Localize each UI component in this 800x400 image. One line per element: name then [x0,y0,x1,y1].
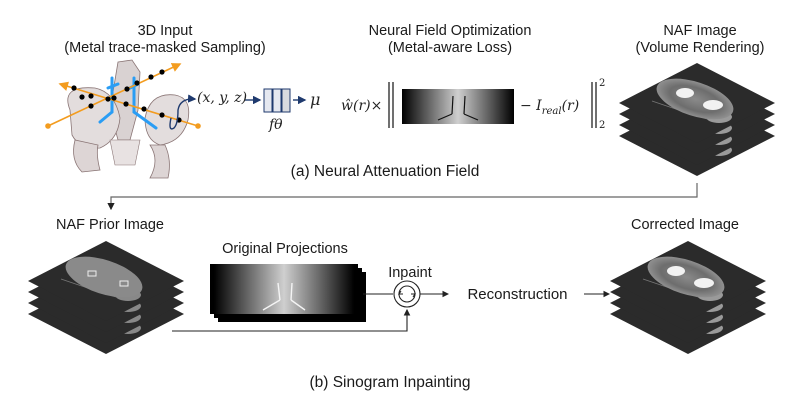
naf-to-prior-connector [107,183,698,211]
coords-label: (x, y, z) [197,90,248,106]
ct-bright-region [667,266,685,276]
original-projections-stack [210,264,366,322]
panel-b-caption: (b) Sinogram Inpainting [309,374,471,391]
output-mu-label: μ [310,90,321,109]
optimization-title: Neural Field Optimization [368,23,532,39]
inpaint-label: Inpaint [388,265,432,281]
sample-points [71,69,182,123]
input-subtitle: (Metal trace-masked Sampling) [64,40,266,56]
loss-minus-i: − I [520,98,542,114]
panel-a-caption: (a) Neural Attenuation Field [290,163,480,180]
naf-image-title: NAF Image [663,23,737,39]
naf-image-subtitle: (Volume Rendering) [635,40,765,56]
naf-prior-stack [28,241,184,354]
ct-bright-region [676,88,694,98]
corrected-image-stack [610,241,766,354]
inpaint-icon [393,280,421,308]
input-title: 3D Input [137,23,193,39]
loss-norm-bars [388,82,597,128]
ct-body [65,256,143,298]
loss-weight-term: ŵ(r)× [341,98,383,114]
norm-superscript: 2 [599,78,606,89]
ct-bright-region [703,100,723,110]
sample-arrow [169,94,197,130]
loss-real-subscript: real [541,105,562,117]
mlp-network [263,88,291,113]
ct-bright-region [694,278,714,288]
loss-projection-image [402,89,514,124]
loss-real-term: − Ireal(r) [520,98,579,117]
naf-image-stack [619,63,775,176]
corrected-image-label: Corrected Image [631,217,739,233]
reconstruction-label: Reconstruction [467,286,568,303]
prior-to-inpaint-connector [172,308,411,332]
ct-metal-mask [87,270,97,277]
network-label: fθ [269,117,283,133]
loss-r: (r) [561,98,580,114]
naf-prior-label: NAF Prior Image [56,217,164,233]
original-projections-label: Original Projections [222,241,348,257]
pelvis-illustration [67,59,190,179]
norm-subscript: 2 [599,120,606,131]
sampling-rays [45,63,201,129]
optimization-subtitle: (Metal-aware Loss) [387,40,513,56]
ct-metal-mask [119,280,129,287]
